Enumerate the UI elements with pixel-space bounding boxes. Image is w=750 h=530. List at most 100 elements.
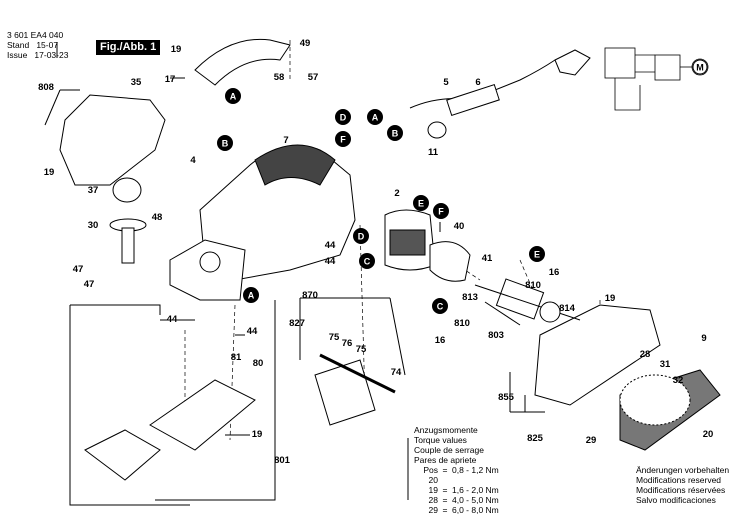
part-label-47b: 47 (84, 279, 95, 290)
part-label-810b: 810 (454, 318, 470, 329)
torque-row: 19=1,6 - 2,0 Nm (414, 485, 499, 495)
connection-marker-f2 (433, 203, 449, 219)
connection-marker-label: D (358, 232, 365, 242)
torque-eq: = (442, 495, 448, 505)
connection-marker-a2 (243, 287, 259, 303)
issue-label: Issue (7, 50, 28, 60)
torque-val: 1,6 - 2,0 Nm (452, 485, 499, 495)
housing (169, 144, 356, 301)
part-label-44a: 44 (325, 240, 336, 251)
handle-grip (254, 144, 336, 186)
stand-row: Stand 15-07 (7, 40, 68, 50)
belt-cover-group (534, 304, 721, 451)
part-label-19c: 19 (605, 293, 616, 304)
connection-marker-c2 (432, 298, 448, 314)
part-label-19d: 19 (252, 429, 263, 440)
connection-marker-c1 (359, 253, 375, 269)
part-label-7: 7 (283, 135, 288, 146)
part-label-5: 5 (443, 77, 449, 88)
part-label-44b: 44 (325, 256, 336, 267)
part-label-29: 29 (586, 435, 597, 446)
connection-marker-label: E (418, 199, 424, 209)
connection-marker-a1 (225, 88, 241, 104)
part-label-2: 2 (394, 188, 399, 199)
part-label-825: 825 (527, 433, 544, 444)
cutter-drum (314, 353, 396, 426)
part-label-76: 76 (342, 338, 353, 349)
wiring-schematic (604, 47, 709, 111)
torque-line-es: Pares de apriete (414, 455, 477, 465)
torque-eq: = (442, 485, 448, 495)
torque-pos: Pos 20 (423, 465, 438, 485)
part-label-20: 20 (703, 429, 714, 440)
part-label-37: 37 (88, 185, 99, 196)
part-label-19b: 19 (44, 167, 55, 178)
torque-line-fr: Couple de serrage (414, 445, 484, 455)
part-label-28: 28 (640, 349, 651, 360)
connection-marker-label: F (438, 207, 444, 217)
notice-de: Änderungen vorbehalten (636, 465, 730, 475)
part-label-813: 813 (462, 292, 478, 303)
part-label-9: 9 (701, 333, 706, 344)
connection-marker-label: A (248, 291, 255, 301)
adjust-knob (112, 177, 142, 203)
connection-marker-m (692, 59, 708, 75)
torque-pos: 29 (428, 505, 438, 515)
torque-val: 0,8 - 1,2 Nm (452, 465, 499, 475)
connection-marker-d1 (335, 109, 351, 125)
armature (474, 278, 581, 323)
part-label-801: 801 (274, 455, 291, 466)
part-label-808: 808 (38, 82, 54, 93)
connection-marker-d2 (353, 228, 369, 244)
change-notice: Änderungen vorbehalten Modifications res… (636, 465, 729, 505)
part-label-19a: 19 (171, 44, 182, 55)
depth-spindle (109, 218, 147, 264)
figure-title: Fig./Abb. 1 (96, 40, 161, 55)
connection-marker-label: A (230, 92, 237, 102)
issue-value: 17-03-23 (34, 50, 69, 60)
header-block: 3 601 EA4 040 Stand 15-07 Issue 17-03-23 (7, 30, 68, 60)
part-label-6: 6 (475, 77, 480, 88)
torque-eq: = (442, 465, 448, 475)
torque-val: 6,0 - 8,0 Nm (452, 505, 499, 515)
part-label-16a: 16 (549, 267, 560, 278)
part-label-31: 31 (660, 359, 671, 370)
connection-marker-label: B (392, 129, 399, 139)
part-label-11: 11 (428, 147, 439, 158)
base-plate (149, 379, 256, 451)
issue-row: Issue 17-03-23 (7, 50, 68, 60)
part-label-41: 41 (482, 253, 493, 264)
part-label-40: 40 (454, 221, 465, 232)
torque-table: Anzugsmomente Torque values Couple de se… (414, 425, 499, 515)
part-label-75b: 75 (356, 344, 367, 355)
torque-row: Pos 20 = 0,8 - 1,2 Nm (414, 465, 499, 485)
part-label-810a: 810 (525, 280, 541, 291)
connection-marker-label: D (340, 113, 347, 123)
connection-marker-a3 (367, 109, 383, 125)
connection-marker-label: E (534, 250, 540, 260)
part-label-58: 58 (274, 72, 285, 83)
part-label-35: 35 (131, 77, 142, 88)
notice-en: Modifications reserved (636, 475, 722, 485)
connection-marker-f1 (335, 131, 351, 147)
top-cover (194, 38, 291, 86)
side-cover (59, 94, 166, 186)
part-label-17: 17 (165, 74, 176, 85)
base-shoe (84, 429, 161, 481)
drive-belt (619, 374, 691, 426)
stand-label: Stand (7, 40, 30, 50)
base-frame-right (155, 300, 276, 501)
part-label-855: 855 (498, 392, 515, 403)
part-number: 3 601 EA4 040 (7, 30, 64, 40)
connection-marker-e2 (529, 246, 545, 262)
torque-line-en: Torque values (414, 435, 467, 445)
part-label-75a: 75 (329, 332, 340, 343)
part-label-49: 49 (300, 38, 311, 49)
part-label-4: 4 (190, 155, 196, 166)
connection-marker-label: C (364, 257, 371, 267)
part-label-74: 74 (391, 367, 402, 378)
part-label-16b: 16 (435, 335, 446, 346)
depth-knob (199, 251, 221, 273)
torque-line-de: Anzugsmomente (414, 425, 478, 435)
